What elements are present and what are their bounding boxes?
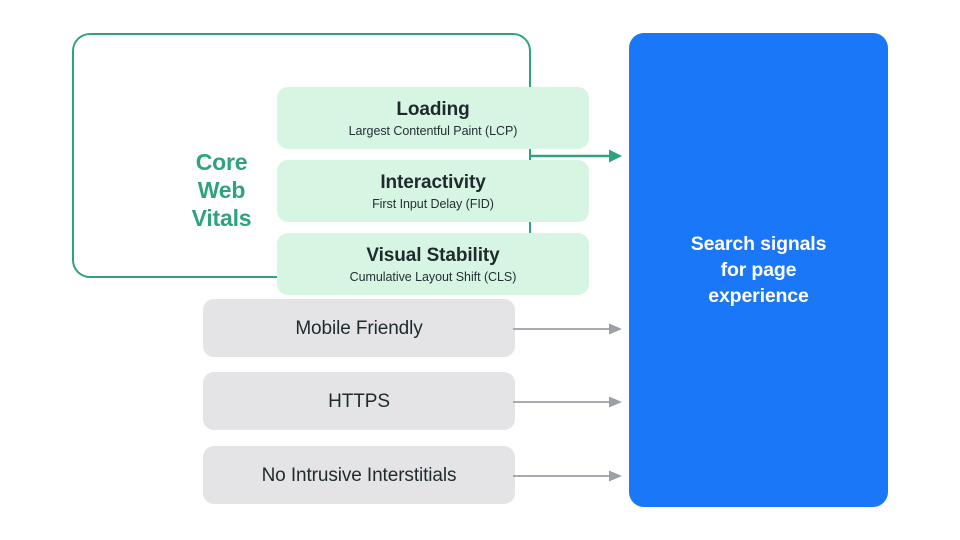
metric-card-interactivity: Interactivity First Input Delay (FID) (277, 160, 589, 222)
core-web-vitals-label-line-1: Core (195, 149, 248, 175)
signal-card-https: HTTPS (203, 372, 515, 430)
core-web-vitals-label-line-2: Web (197, 177, 246, 203)
metric-title-interactivity: Interactivity (380, 171, 486, 193)
no-intrusive-interstitials-arrow-icon (513, 470, 622, 482)
metric-card-loading: Loading Largest Contentful Paint (LCP) (277, 87, 589, 149)
https-arrow-icon (513, 396, 622, 408)
signal-card-mobile-friendly: Mobile Friendly (203, 299, 515, 357)
metric-subtitle-interactivity: First Input Delay (FID) (372, 196, 494, 211)
metric-subtitle-visual-stability: Cumulative Layout Shift (CLS) (349, 269, 517, 284)
mobile-friendly-arrow-icon (513, 323, 622, 335)
metric-card-visual-stability: Visual Stability Cumulative Layout Shift… (277, 233, 589, 295)
core-web-vitals-label: Core Web Vitals (174, 148, 269, 232)
metric-title-loading: Loading (396, 98, 470, 120)
core-web-vitals-arrow-icon (529, 149, 622, 163)
core-web-vitals-label-line-3: Vitals (191, 205, 252, 231)
signal-label-mobile-friendly: Mobile Friendly (295, 317, 423, 339)
core-web-vitals-group: Core Web Vitals Loading Largest Contentf… (72, 33, 589, 295)
signal-label-no-intrusive-interstitials: No Intrusive Interstitials (261, 464, 457, 486)
search-signals-destination-text: Search signals for page experience (690, 233, 827, 307)
search-signals-destination-card: Search signals for page experience (629, 33, 888, 507)
metric-title-visual-stability: Visual Stability (366, 244, 500, 266)
signal-label-https: HTTPS (328, 390, 390, 412)
metric-subtitle-loading: Largest Contentful Paint (LCP) (348, 123, 518, 138)
signal-card-no-intrusive-interstitials: No Intrusive Interstitials (203, 446, 515, 504)
